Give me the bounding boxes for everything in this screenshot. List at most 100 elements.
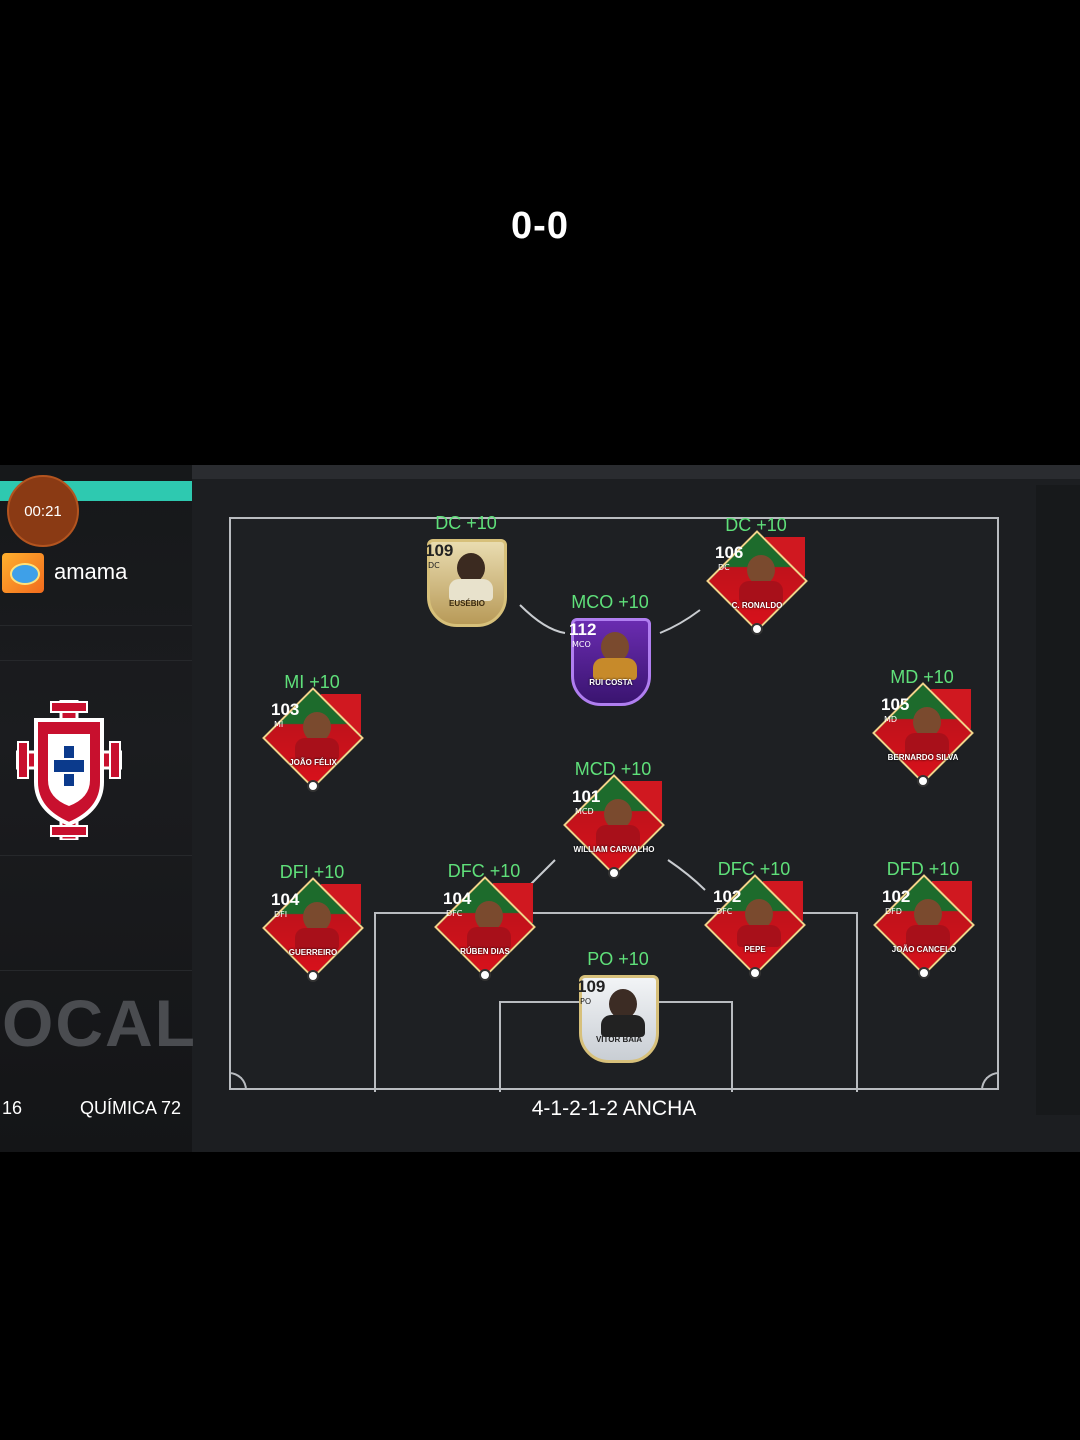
corner-arc-right — [981, 1072, 999, 1090]
corner-arc-left — [229, 1072, 247, 1090]
player-card[interactable]: 103 MI JOÃO FÉLIX — [262, 687, 364, 794]
player-card[interactable]: 109 DC EUSÉBIO — [419, 535, 515, 635]
player-card[interactable]: 112 MCO RUI COSTA — [563, 614, 659, 714]
side-label: OCAL — [2, 986, 197, 1060]
club-badge-icon — [749, 967, 761, 979]
player-card[interactable]: 109 PO VITOR BAÍA — [571, 971, 667, 1071]
player-face — [457, 553, 485, 583]
portugal-federation-crest-icon — [16, 700, 122, 840]
position-label: DFI +10 — [279, 862, 345, 882]
player-shirt — [739, 581, 783, 603]
position-label: MCD +10 — [574, 759, 652, 779]
position-label: DC +10 — [725, 515, 787, 535]
player-name: EUSÉBIO — [448, 599, 485, 608]
panel-divider — [0, 970, 192, 971]
panel-divider — [0, 660, 192, 661]
card-position: DC — [718, 563, 730, 572]
player-face — [913, 707, 941, 737]
player-slot-rui-costa[interactable]: MCO +10 112 MCO RUI COSTA — [545, 592, 675, 732]
player-shirt — [905, 733, 949, 755]
timer: 00:21 — [7, 475, 79, 547]
card-position: DFC — [446, 909, 463, 918]
player-name: PEPE — [744, 945, 766, 954]
player-shirt — [593, 658, 637, 680]
card-position: MCD — [575, 807, 594, 816]
card-position: PO — [580, 997, 592, 1006]
left-panel: 00:21 amama OCAL 16 QUÍMICA 72 — [0, 465, 195, 1152]
player-slot-ruben-dias[interactable]: DFC +10 104 DFC RÚBEN DIAS — [419, 861, 549, 1001]
player-card[interactable]: 105 MD BERNARDO SILVA — [872, 682, 974, 789]
user-avatar[interactable] — [2, 553, 44, 593]
player-shirt — [295, 928, 339, 950]
panel-divider — [0, 855, 192, 856]
player-slot-guerreiro[interactable]: DFI +10 104 DFI GUERREIRO — [247, 862, 377, 1002]
player-name: GUERREIRO — [288, 948, 338, 957]
position-label: PO +10 — [587, 949, 649, 969]
player-name: JOÃO FÉLIX — [289, 758, 337, 767]
player-card[interactable]: 101 MCD WILLIAM CARVALHO — [563, 774, 665, 881]
player-rating: 102 — [882, 887, 911, 906]
player-name: C. RONALDO — [731, 601, 783, 610]
player-face — [609, 989, 637, 1019]
chemistry-value: QUÍMICA 72 — [80, 1098, 182, 1118]
player-shirt — [596, 825, 640, 847]
player-rating: 104 — [443, 889, 472, 908]
card-position: MCO — [572, 640, 591, 649]
player-rating: 112 — [569, 620, 597, 639]
player-rating: 103 — [271, 700, 300, 719]
player-rating: 109 — [577, 977, 606, 996]
penalty-area — [374, 912, 858, 1092]
position-label: DFC +10 — [717, 859, 791, 879]
player-face — [601, 632, 629, 662]
card-position: MD — [884, 715, 898, 724]
position-label: DFD +10 — [886, 859, 960, 879]
player-slot-william-carvalho[interactable]: MCD +10 101 MCD WILLIAM CARVALHO — [548, 759, 678, 899]
player-face — [747, 555, 775, 585]
player-shirt — [295, 738, 339, 760]
club-badge-icon — [479, 969, 491, 981]
player-slot-joao-felix[interactable]: MI +10 103 MI JOÃO FÉLIX — [247, 672, 377, 812]
player-shirt — [449, 579, 493, 601]
player-shirt — [467, 927, 511, 949]
player-slot-pepe[interactable]: DFC +10 102 DFC PEPE — [689, 859, 819, 999]
card-position: DFC — [716, 907, 733, 916]
club-badge-icon — [751, 623, 763, 635]
player-rating: 102 — [713, 887, 742, 906]
club-badge-icon — [307, 970, 319, 982]
player-face — [914, 899, 942, 929]
player-card[interactable]: 102 DFD JOÃO CANCELO — [873, 874, 975, 981]
player-name: RUI COSTA — [589, 678, 633, 687]
top-bar — [0, 465, 1080, 479]
user-name: amama — [54, 559, 128, 584]
player-slot-joao-cancelo[interactable]: DFD +10 102 DFD JOÃO CANCELO — [858, 859, 988, 999]
player-face — [303, 902, 331, 932]
card-position: DFI — [274, 910, 288, 919]
player-rating: 106 — [715, 543, 744, 562]
position-label: MCO +10 — [571, 592, 649, 612]
player-slot-eusebio[interactable]: DC +10 109 DC EUSÉBIO — [401, 513, 531, 653]
player-name: VITOR BAÍA — [595, 1035, 643, 1044]
player-shirt — [906, 925, 950, 947]
team-count: 16 — [2, 1098, 23, 1118]
player-rating: 109 — [425, 541, 454, 560]
match-score: 0-0 — [511, 205, 569, 247]
player-card[interactable]: 102 DFC PEPE — [704, 874, 806, 981]
player-shirt — [737, 925, 781, 947]
player-rating: 105 — [881, 695, 910, 714]
formation-label: 4-1-2-1-2 ANCHA — [531, 1097, 697, 1120]
player-slot-ronaldo[interactable]: DC +10 106 DC C. RONALDO — [691, 515, 821, 655]
card-position: DFD — [885, 907, 902, 916]
player-card[interactable]: 106 DC C. RONALDO — [706, 530, 808, 637]
squad-screen: 00:21 amama OCAL 16 QUÍMICA 72 — [0, 465, 1080, 1152]
player-slot-bernardo-silva[interactable]: MD +10 105 MD BERNARDO SILVA — [857, 667, 987, 807]
player-card[interactable]: 104 DFC RÚBEN DIAS — [434, 876, 536, 983]
player-face — [604, 799, 632, 829]
player-rating: 101 — [572, 787, 601, 806]
player-name: JOÃO CANCELO — [891, 945, 957, 954]
club-badge-icon — [917, 775, 929, 787]
player-card[interactable]: 104 DFI GUERREIRO — [262, 877, 364, 984]
position-label: MD +10 — [890, 667, 954, 687]
position-label: MI +10 — [284, 672, 340, 692]
player-face — [475, 901, 503, 931]
player-slot-vitor-baia[interactable]: PO +10 109 PO VITOR BAÍA — [553, 949, 683, 1089]
